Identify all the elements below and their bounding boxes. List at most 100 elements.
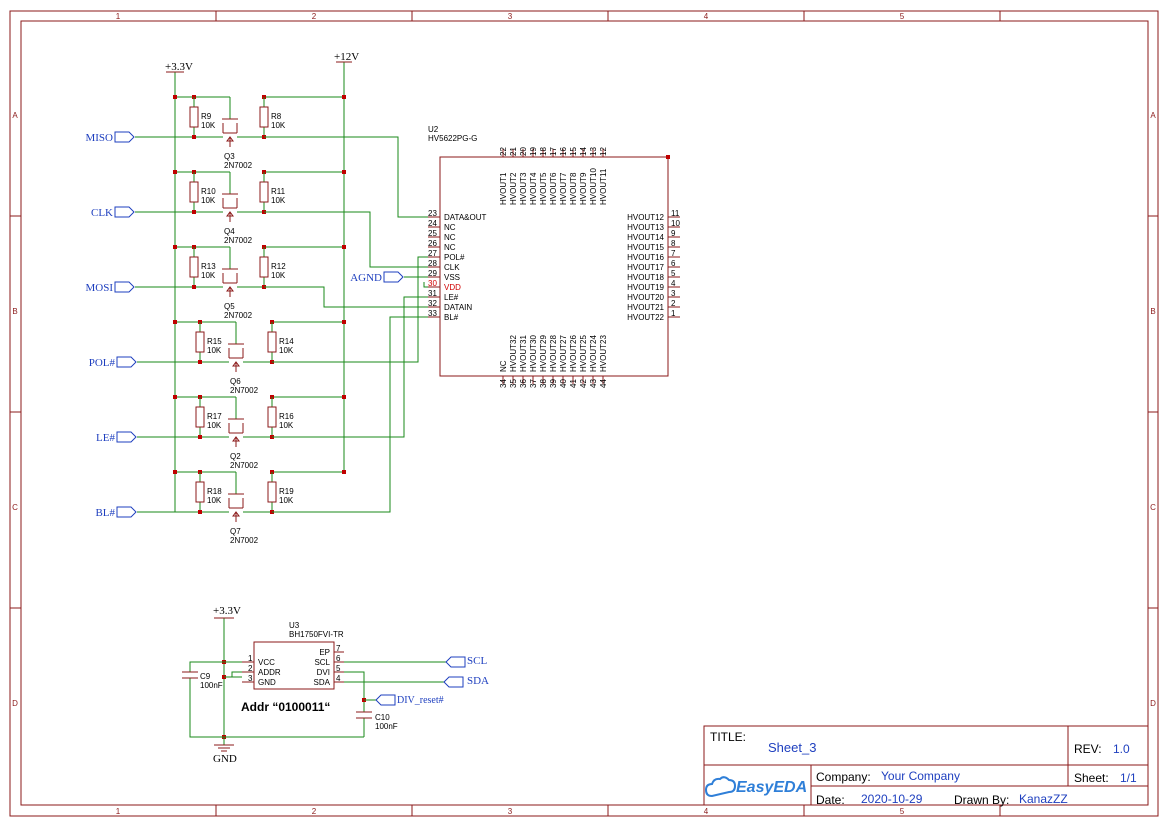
u2-pin1-marker <box>666 155 670 159</box>
u3-part: BH1750FVI-TR <box>289 630 344 639</box>
resistor-body <box>259 256 269 278</box>
v12-label: +12V <box>334 51 359 63</box>
resistor-ref: R10 <box>201 187 216 196</box>
pin-number: 25 <box>428 229 437 238</box>
drawn-by-value: KanazZZ <box>1019 792 1068 806</box>
pin-number: 34 <box>499 379 508 388</box>
frame-column-label: 2 <box>312 12 317 21</box>
frame-row-label: B <box>1150 307 1155 316</box>
pin-name: NC <box>444 233 456 242</box>
pin-number: 29 <box>428 269 437 278</box>
resistor-ref: R19 <box>279 487 294 496</box>
pin-name: HVOUT3 <box>519 172 528 205</box>
pin-number: 5 <box>671 269 676 278</box>
frame-row-label: D <box>1150 699 1156 708</box>
resistor-ref: R15 <box>207 337 222 346</box>
mosfet-ref: Q3 <box>224 152 235 161</box>
resistor-value: 10K <box>201 121 216 130</box>
date-value: 2020-10-29 <box>861 792 923 806</box>
junction-dot <box>342 470 346 474</box>
pin-number: 39 <box>549 379 558 388</box>
resistor-value: 10K <box>271 196 286 205</box>
u2-ref: U2 <box>428 125 439 134</box>
pin-number: 35 <box>509 379 518 388</box>
mosfet-value: 2N7002 <box>230 461 259 470</box>
wire-vdd <box>423 282 428 288</box>
c10-value: 100nF <box>375 722 398 731</box>
pin-name: NC <box>444 243 456 252</box>
pin-name: HVOUT31 <box>519 335 528 372</box>
resistor-value: 10K <box>271 121 286 130</box>
pin-number: 43 <box>589 379 598 388</box>
div-reset-label: DIV_reset# <box>397 695 444 706</box>
pin-name: HVOUT20 <box>627 293 664 302</box>
wire-mosi <box>264 286 428 308</box>
pin-number: 12 <box>599 147 608 156</box>
pin-number: 36 <box>519 379 528 388</box>
resistor-value: 10K <box>279 496 294 505</box>
pin-number: 10 <box>671 219 680 228</box>
pin-number: 6 <box>336 654 341 663</box>
pin-name: HVOUT15 <box>627 243 664 252</box>
sheet-value: 1/1 <box>1120 771 1137 785</box>
wire-le <box>272 296 428 438</box>
wire <box>231 671 242 677</box>
pin-name: HVOUT28 <box>549 335 558 372</box>
pin-number: 17 <box>549 147 558 156</box>
frame-row-label: C <box>1150 503 1156 512</box>
company-value: Your Company <box>881 769 960 783</box>
pin-number: 3 <box>248 674 253 683</box>
sda-label: SDA <box>467 675 489 687</box>
junction-dot <box>342 170 346 174</box>
pin-name: HVOUT30 <box>529 335 538 372</box>
outer-border <box>9 10 1159 817</box>
u3-ref: U3 <box>289 621 300 630</box>
net-port-label: BL# <box>95 507 115 519</box>
net-port-label: POL# <box>89 357 116 369</box>
resistor-value: 10K <box>207 496 222 505</box>
pin-number: 23 <box>428 209 437 218</box>
pin-name: HVOUT9 <box>579 172 588 205</box>
easyeda-logo-text: EasyEDA <box>736 779 808 796</box>
resistor-value: 10K <box>279 421 294 430</box>
pin-number: 7 <box>671 249 676 258</box>
net-port-flag <box>114 131 135 143</box>
net-port-flag <box>443 676 464 688</box>
mosfet-ref: Q2 <box>230 452 241 461</box>
pin-name: BL# <box>444 313 459 322</box>
pin-number: 42 <box>579 379 588 388</box>
pin-name: HVOUT26 <box>569 335 578 372</box>
pin-name: ADDR <box>258 668 281 677</box>
components <box>114 61 680 752</box>
pin-name: HVOUT19 <box>627 283 664 292</box>
u3-address-note: Addr “0100011“ <box>241 700 330 714</box>
wire-clk <box>264 211 428 268</box>
easyeda-cloud-icon <box>704 776 737 798</box>
resistor-body <box>267 331 277 353</box>
net-port-flag <box>116 506 137 518</box>
frame-column-label: 5 <box>900 807 905 816</box>
resistor-ref: R17 <box>207 412 222 421</box>
inner-border <box>20 20 1149 806</box>
mosfet-ref: Q6 <box>230 377 241 386</box>
junction-dot <box>198 435 202 439</box>
net-port-label: MOSI <box>85 282 113 294</box>
pin-number: 2 <box>671 299 676 308</box>
junction-dot <box>173 395 177 399</box>
resistor-value: 10K <box>207 421 222 430</box>
pin-number: 4 <box>671 279 676 288</box>
junction-dot <box>192 210 196 214</box>
pin-number: 33 <box>428 309 437 318</box>
junction-dot <box>173 470 177 474</box>
pin-name: HVOUT22 <box>627 313 664 322</box>
pin-number: 44 <box>599 379 608 388</box>
pin-number: 41 <box>569 379 578 388</box>
pin-name: CLK <box>444 263 460 272</box>
pin-name: HVOUT7 <box>559 172 568 205</box>
pin-number: 27 <box>428 249 437 258</box>
pin-name: HVOUT14 <box>627 233 664 242</box>
wire-dvi <box>344 671 365 712</box>
resistor-body <box>267 406 277 428</box>
wire-pol <box>272 256 428 363</box>
pin-number: 38 <box>539 379 548 388</box>
